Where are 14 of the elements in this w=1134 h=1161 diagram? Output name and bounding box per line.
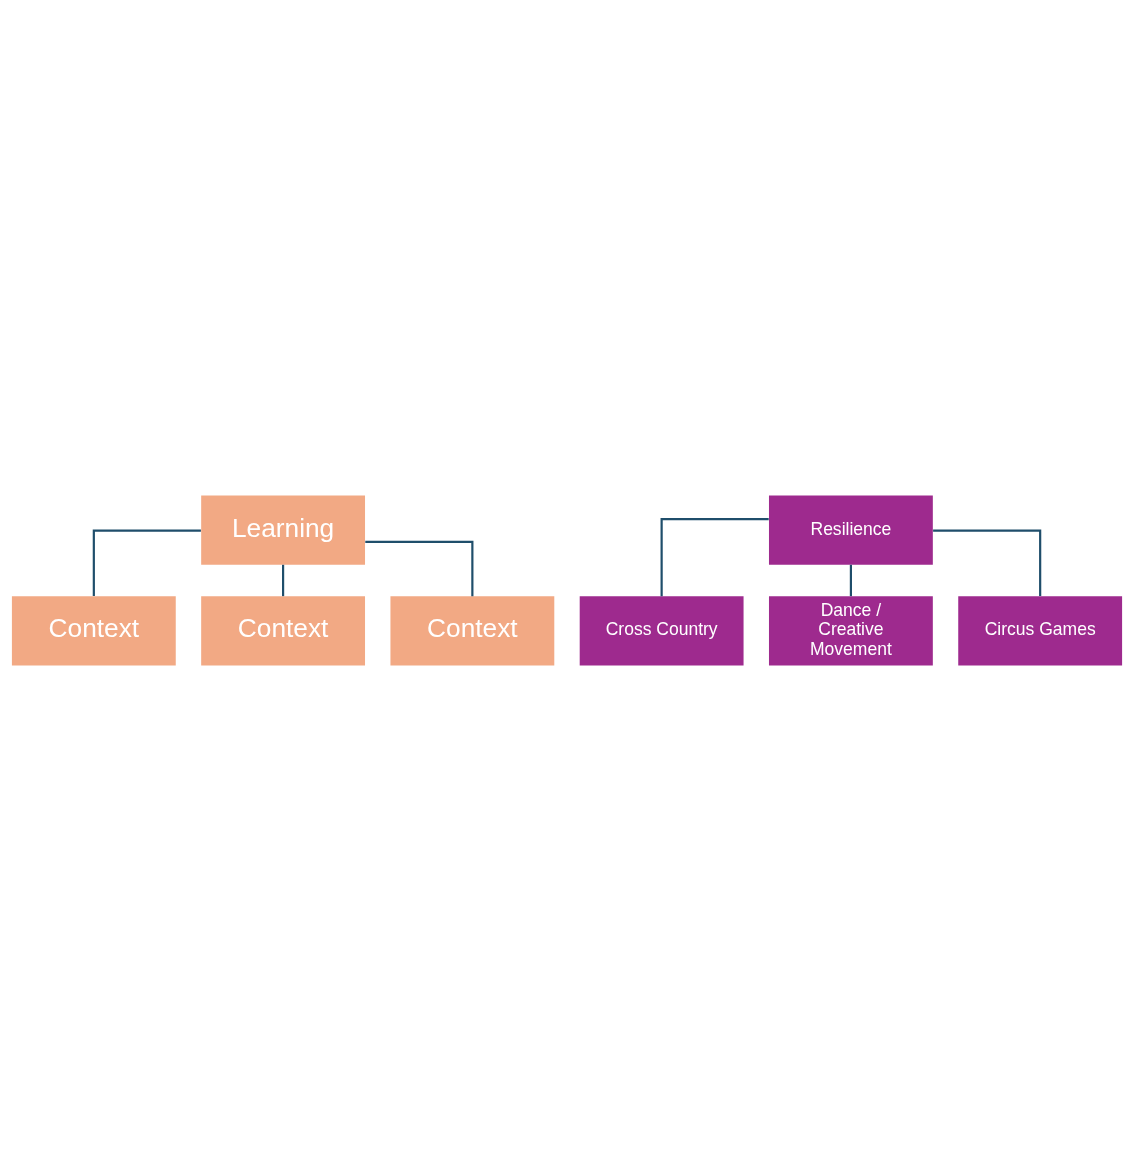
node-box: Resilience — [768, 495, 933, 565]
node-box: Context — [201, 596, 366, 666]
connector — [282, 564, 285, 597]
node-box: Learning — [201, 495, 366, 565]
node-box: Cross Country — [579, 596, 744, 666]
connector — [849, 564, 852, 597]
connector — [365, 540, 474, 597]
node-box: Circus Games — [958, 596, 1123, 666]
node-box: Context — [11, 596, 176, 666]
connector — [92, 529, 201, 597]
node-box: Context — [390, 596, 555, 666]
node-box: Dance / Creative Movement — [768, 596, 933, 666]
connector — [660, 518, 769, 597]
connector — [933, 529, 1042, 597]
